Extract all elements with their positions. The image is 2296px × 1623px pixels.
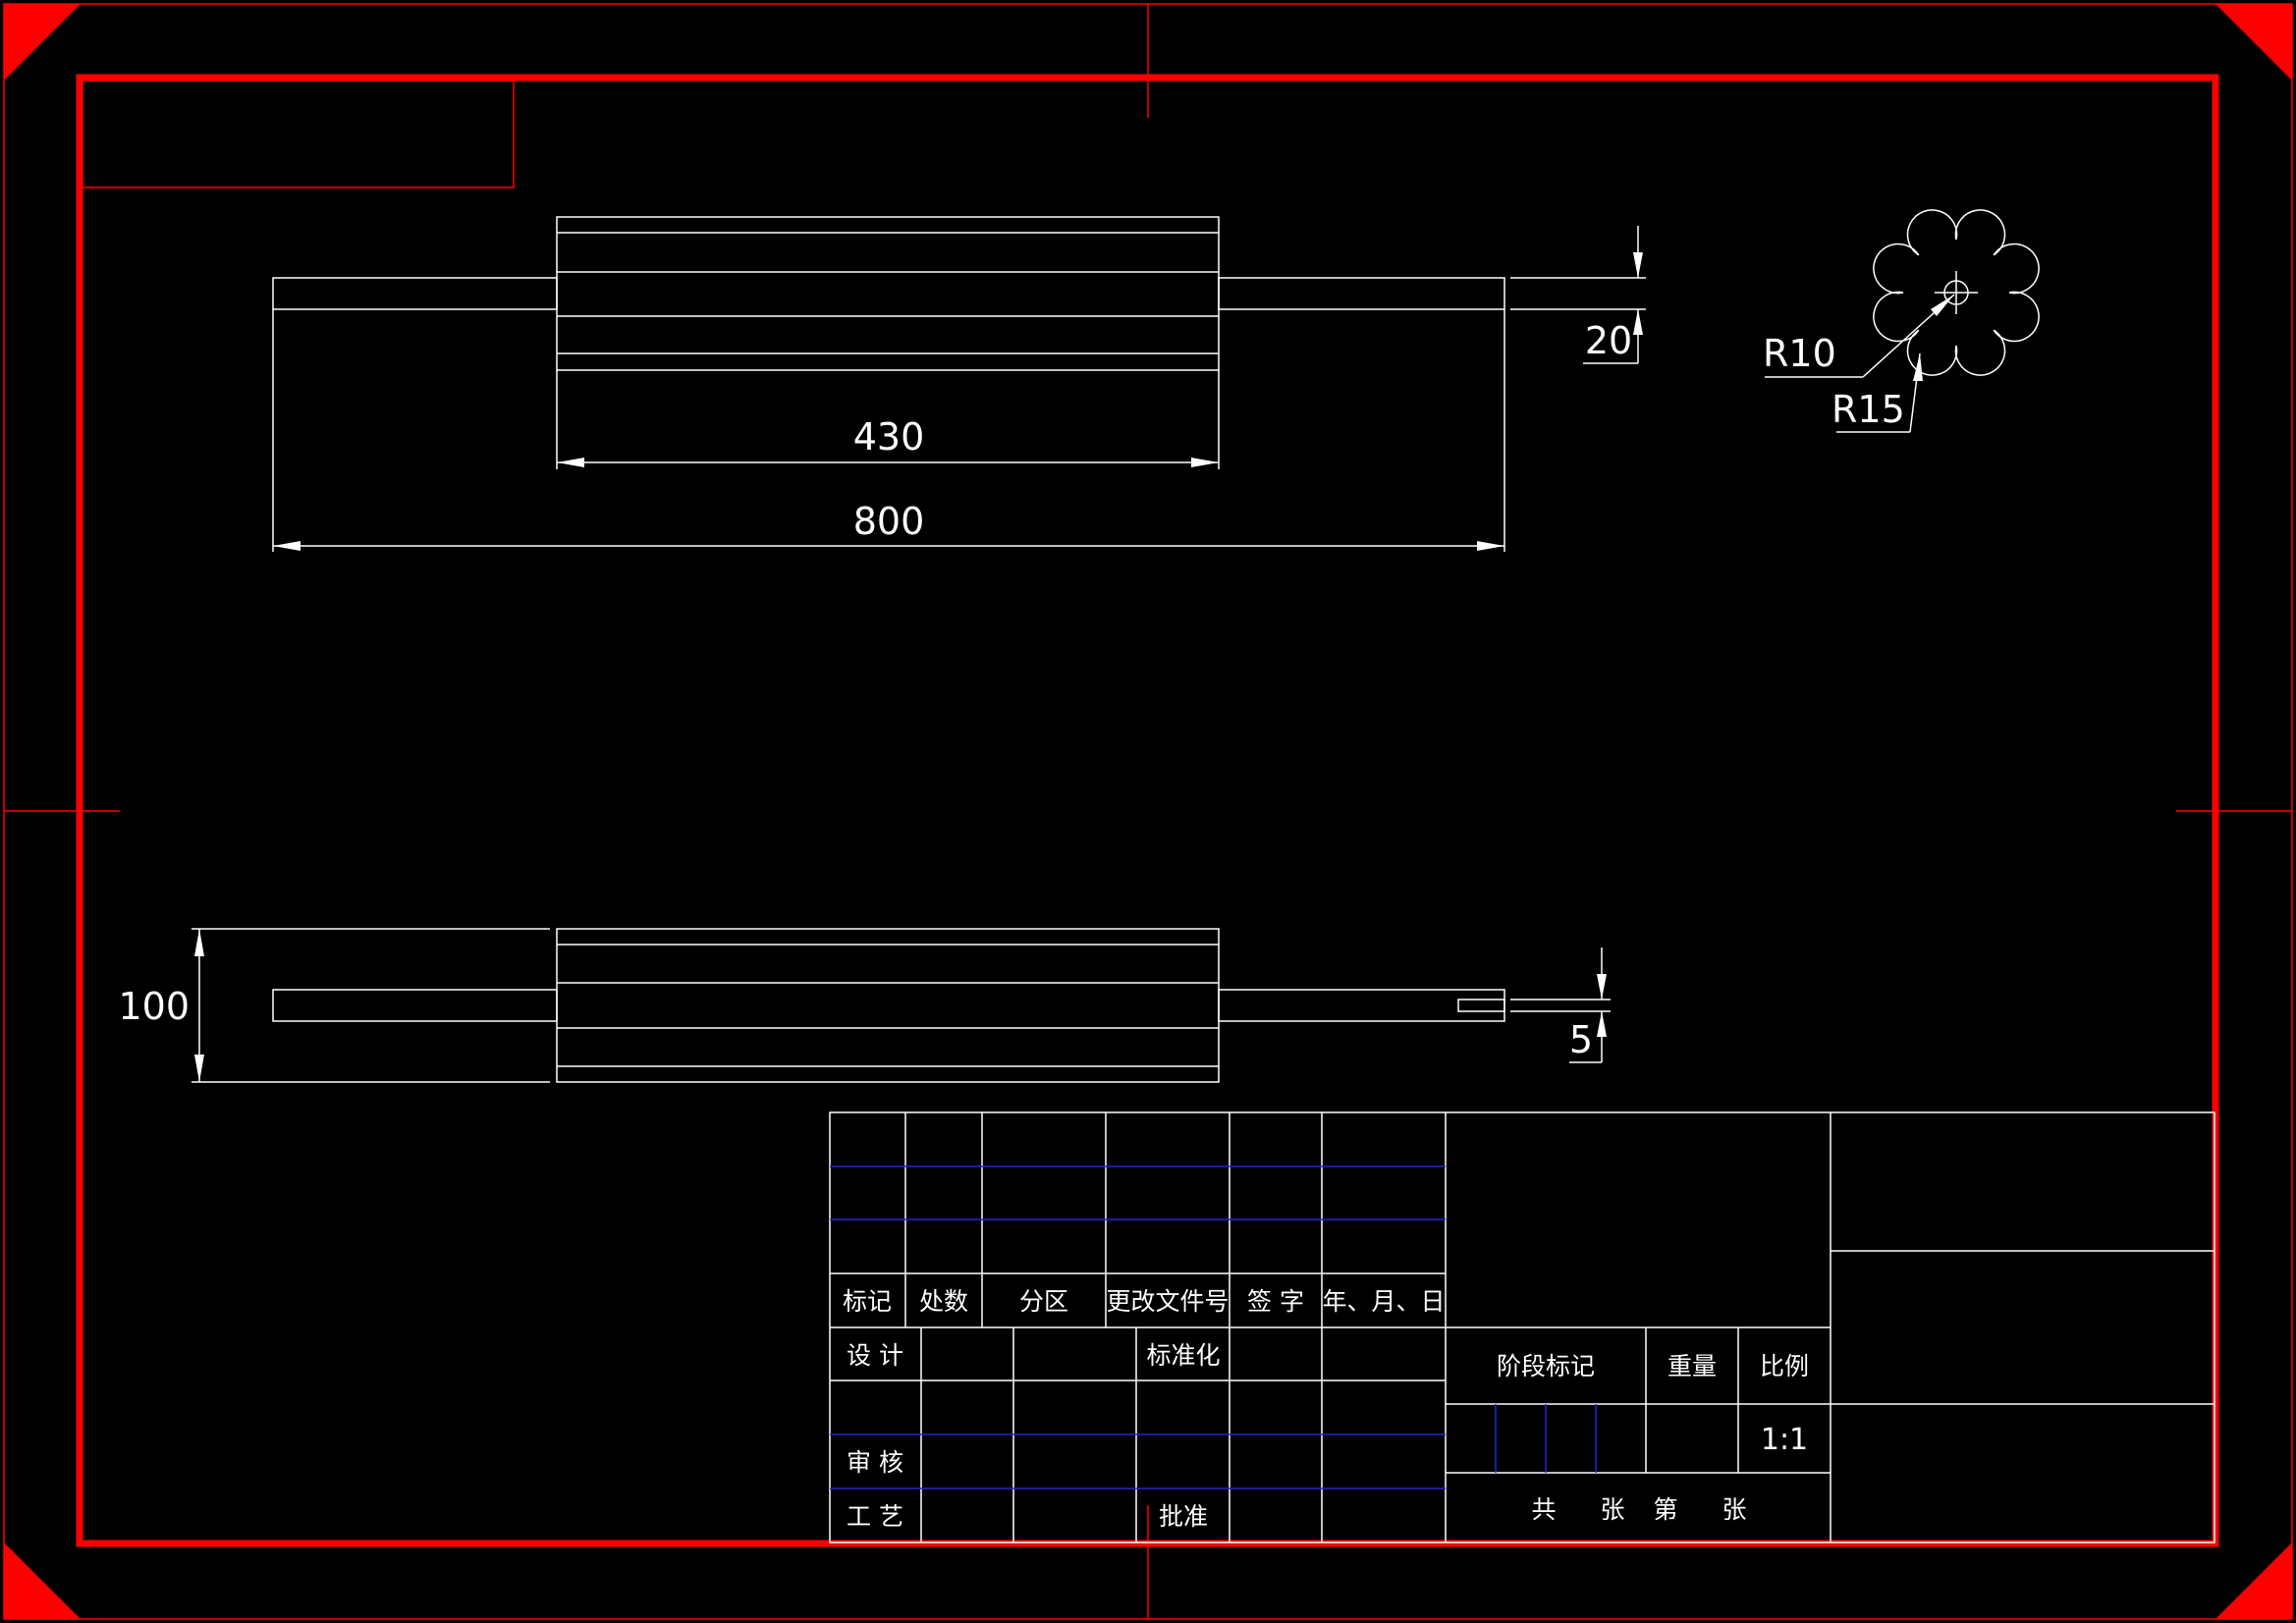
label-sheet-number: 第 [1653,1495,1677,1524]
front-view [272,216,1505,552]
dim-800-label: 800 [853,500,925,543]
label-sheets-unit: 张 [1600,1495,1624,1524]
label-process: 工 艺 [847,1502,903,1531]
rev-header-count: 处数 [919,1287,968,1316]
dim-430-label: 430 [853,415,925,459]
corner-mark-tl [4,4,81,81]
label-review: 审 核 [847,1448,903,1477]
label-weight: 重量 [1667,1352,1717,1380]
label-sheets-total: 共 [1531,1495,1556,1524]
dimension-800: 800 [273,500,1504,551]
label-sheet-unit2: 张 [1722,1495,1746,1524]
rev-header-sign: 签 字 [1247,1287,1304,1316]
label-approve: 批准 [1159,1502,1208,1531]
spline-section-view: R10 R15 [1763,209,2040,433]
label-standardization: 标准化 [1146,1341,1220,1370]
dimension-100: 100 [118,928,550,1083]
dim-100-label: 100 [118,985,190,1028]
sheet-frame [3,3,2293,1620]
corner-mark-bl [4,1542,81,1619]
dim-20-label: 20 [1585,319,1632,362]
corner-mark-br [2215,1542,2292,1619]
dimension-5: 5 [1510,947,1611,1063]
rev-header-date: 年、月、日 [1322,1287,1445,1316]
title-block: 标记 处数 分区 更改文件号 签 字 年、月、日 设 计 标准化 审 核 工 艺… [829,1111,2215,1543]
dimension-20: 20 [1510,226,1646,364]
label-stage-mark: 阶段标记 [1497,1352,1595,1380]
rev-header-zone: 分区 [1019,1287,1068,1316]
value-scale: 1:1 [1761,1423,1808,1457]
side-view [272,928,1505,1083]
dim-5-label: 5 [1569,1018,1593,1061]
rev-header-doc: 更改文件号 [1106,1287,1229,1316]
radius-r10-label: R10 [1763,332,1836,375]
rev-header-mark: 标记 [843,1287,892,1316]
corner-mark-tr [2215,4,2292,81]
radius-r15-label: R15 [1831,388,1905,431]
dimension-430: 430 [557,415,1219,467]
label-scale: 比例 [1760,1352,1809,1380]
label-design: 设 计 [847,1341,903,1370]
